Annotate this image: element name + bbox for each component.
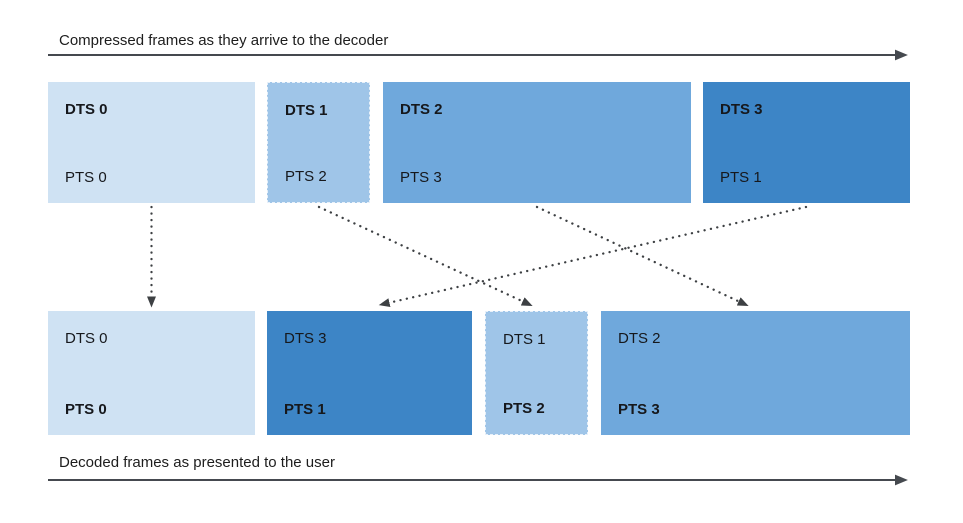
pts-label: PTS 0 (65, 401, 107, 418)
decoded-frame-2: DTS 1 PTS 2 (485, 311, 588, 435)
bottom-axis-label: Decoded frames as presented to the user (59, 454, 335, 471)
dts-label: DTS 0 (65, 101, 108, 118)
dts-label: DTS 3 (284, 330, 327, 347)
pts-label: PTS 3 (400, 169, 442, 186)
dts-label: DTS 1 (285, 102, 328, 119)
dts-label: DTS 2 (400, 101, 443, 118)
flow-arrow-frame1 (317, 205, 533, 306)
pts-label: PTS 1 (720, 169, 762, 186)
decoded-frame-0: DTS 0 PTS 0 (48, 311, 255, 435)
dts-label: DTS 1 (503, 331, 546, 348)
flow-arrow-frame2 (535, 205, 749, 307)
dts-label: DTS 3 (720, 101, 763, 118)
top-axis-label: Compressed frames as they arrive to the … (59, 32, 389, 49)
compressed-frame-3: DTS 3 PTS 1 (703, 82, 910, 203)
pts-label: PTS 2 (503, 400, 545, 417)
pts-label: PTS 3 (618, 401, 660, 418)
pts-label: PTS 1 (284, 401, 326, 418)
pts-label: PTS 0 (65, 169, 107, 186)
decoded-frame-1: DTS 3 PTS 1 (267, 311, 472, 435)
compressed-frame-2: DTS 2 PTS 3 (383, 82, 691, 203)
dts-label: DTS 2 (618, 330, 661, 347)
flow-arrow-frame3 (378, 205, 808, 308)
pts-label: PTS 2 (285, 168, 327, 185)
decoded-frame-3: DTS 2 PTS 3 (601, 311, 910, 435)
compressed-frame-1: DTS 1 PTS 2 (267, 82, 370, 203)
compressed-frame-0: DTS 0 PTS 0 (48, 82, 255, 203)
dts-label: DTS 0 (65, 330, 108, 347)
